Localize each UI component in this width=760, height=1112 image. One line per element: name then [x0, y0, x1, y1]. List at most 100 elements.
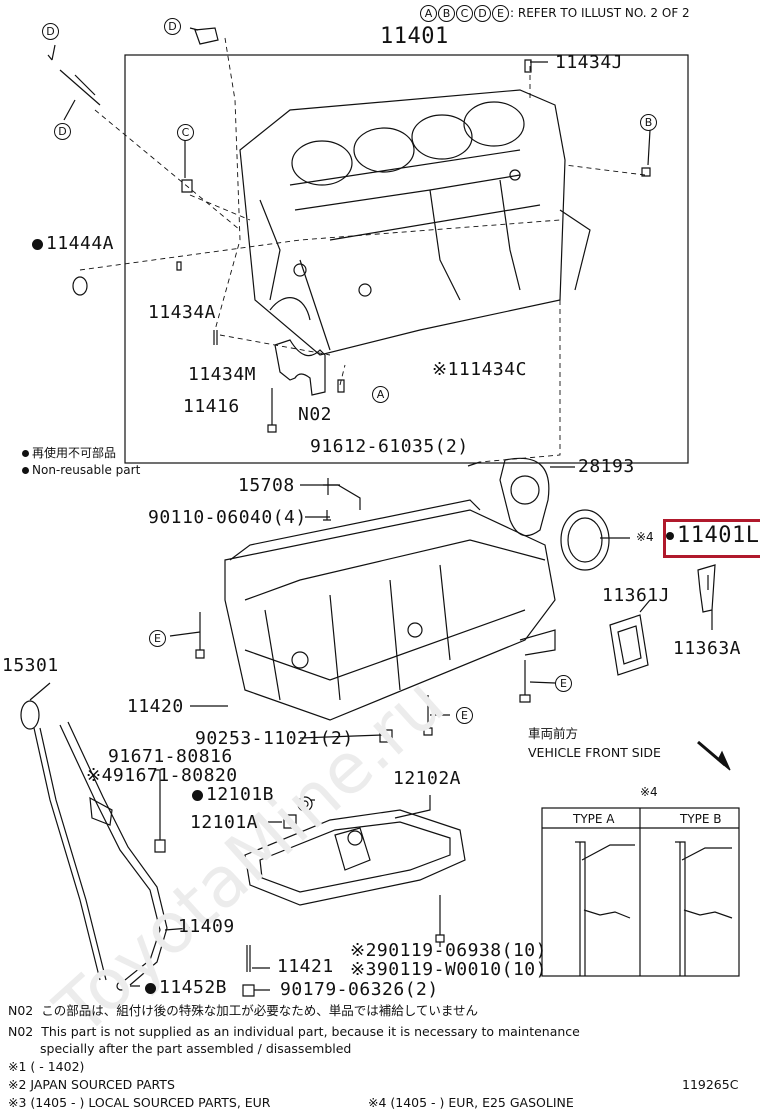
part-91671a[interactable]: 91671-80816 [108, 746, 233, 767]
part-90119b-label: 90119-W0010(10) [376, 959, 547, 980]
legend-jp-label: 再使用不可部品 [32, 446, 117, 460]
part-11361J[interactable]: 11361J [602, 585, 671, 606]
part-11434M[interactable]: 11434M [188, 364, 257, 385]
cylinder-block-illustration [239, 89, 591, 356]
refer-letter-d: D [474, 5, 491, 22]
crankcase-illustration [224, 499, 556, 721]
legend-dot-en [22, 467, 29, 474]
callout-d-3[interactable]: D [54, 122, 72, 140]
part-91671b-label: 91671-80820 [112, 765, 238, 786]
part-90179[interactable]: 90179-06326(2) [280, 979, 439, 1000]
dipstick-illustration [20, 700, 107, 981]
legend-jp: 再使用不可部品 [22, 447, 116, 459]
front-en: VEHICLE FRONT SIDE [528, 745, 661, 760]
highlight-11401L [663, 519, 760, 558]
note-n02-jp-code: N02 [8, 1003, 34, 1018]
note-k2: ※2 JAPAN SOURCED PARTS [8, 1077, 175, 1092]
part-11434J[interactable]: 11434J [555, 52, 624, 73]
illus-code: 119265C [682, 1077, 739, 1092]
note-n02-jp: N02 この部品は、組付け後の特殊な加工が必要なため、単品では補給していません [8, 1003, 478, 1018]
note-k1: ※1 ( - 1402) [8, 1059, 85, 1074]
callout-d-1-label: D [164, 18, 181, 35]
refer-letter-e: E [492, 5, 509, 22]
non-reusable-dot [32, 238, 43, 250]
part-11452B-label: 11452B [159, 977, 228, 998]
callout-a-1-label: A [372, 386, 389, 403]
part-N02[interactable]: N02 [298, 404, 333, 425]
type-b-label: TYPE B [680, 812, 722, 826]
part-11421[interactable]: 11421 [277, 956, 334, 977]
part-90119b[interactable]: ※390119-W0010(10) [350, 961, 547, 979]
mark-k4-11401L: ※4 [636, 530, 654, 544]
part-15301[interactable]: 15301 [2, 655, 59, 676]
legend-en: Non-reusable part [22, 464, 140, 476]
part-11409[interactable]: 11409 [178, 916, 235, 937]
part-11434C-label: 11434C [458, 359, 527, 380]
callout-e-1[interactable]: E [149, 629, 167, 647]
callout-c-1-label: C [177, 124, 194, 141]
non-reusable-dot-11401L [666, 532, 674, 540]
part-11420[interactable]: 11420 [127, 696, 184, 717]
legend-dot-jp [22, 450, 29, 457]
type-box-mark: ※4 [640, 785, 658, 799]
note-k3: ※3 (1405 - ) LOCAL SOURCED PARTS, EUR [8, 1095, 271, 1110]
callout-e-2-label: E [555, 675, 572, 692]
mark-k2: ※2 [350, 940, 377, 961]
part-11452B[interactable]: 11452B [145, 979, 227, 997]
o-ring-11444A [72, 276, 88, 296]
callout-e-2[interactable]: E [555, 674, 573, 692]
part-28193[interactable]: 28193 [578, 456, 635, 477]
part-11416[interactable]: 11416 [183, 396, 240, 417]
callout-c-1[interactable]: C [177, 123, 195, 141]
part-11401L[interactable]: 11401L [666, 525, 759, 547]
refer-letter-b: B [438, 5, 455, 22]
cylinder-block-frame [124, 54, 689, 464]
non-reusable-dot-12101B [192, 789, 203, 801]
callout-e-3[interactable]: E [456, 706, 474, 724]
part-12101B[interactable]: 12101B [192, 786, 274, 804]
front-jp: 車両前方 [528, 726, 579, 741]
plate-11363A [697, 564, 716, 613]
part-90253[interactable]: 90253-11021(2) [195, 728, 354, 749]
refer-letter-c: C [456, 5, 473, 22]
part-15708[interactable]: 15708 [238, 475, 295, 496]
part-90119a[interactable]: ※290119-06938(10) [350, 942, 547, 960]
mark-k3: ※3 [350, 959, 377, 980]
part-11363A[interactable]: 11363A [673, 638, 742, 659]
part-90110[interactable]: 90110-06040(4) [148, 507, 307, 528]
part-91612[interactable]: 91612-61035(2) [310, 436, 469, 457]
mark-k1: ※1 [432, 359, 459, 380]
bearing-cap-n02 [274, 339, 326, 396]
callout-d-3-label: D [54, 123, 71, 140]
callout-d-2-label: D [42, 23, 59, 40]
part-12102A[interactable]: 12102A [393, 768, 462, 789]
part-11401L-label: 11401L [677, 523, 760, 548]
note-n02-en-text-1: This part is not supplied as an individu… [41, 1024, 580, 1039]
part-91671b[interactable]: ※491671-80820 [86, 767, 238, 785]
part-11434A[interactable]: 11434A [148, 302, 217, 323]
non-reusable-dot-11452B [145, 982, 156, 994]
part-11444A[interactable]: 11444A [32, 235, 114, 253]
note-n02-en-1: N02 This part is not supplied as an indi… [8, 1024, 580, 1039]
callout-d-1[interactable]: D [164, 17, 182, 35]
callout-d-2[interactable]: D [42, 22, 60, 40]
callout-a-1[interactable]: A [372, 385, 390, 403]
legend-en-label: Non-reusable part [32, 463, 141, 477]
callout-b-1[interactable]: B [640, 113, 658, 131]
part-11434C[interactable]: ※111434C [432, 361, 527, 379]
part-12101B-label: 12101B [206, 784, 275, 805]
note-n02-en-code: N02 [8, 1024, 34, 1039]
part-11444A-label: 11444A [46, 233, 115, 254]
refer-letter-a: A [420, 5, 437, 22]
cover-11361J [609, 614, 649, 676]
guide-tube-11409 [59, 721, 168, 986]
gasket-28193 [499, 457, 550, 537]
type-a-label: TYPE A [573, 812, 615, 826]
part-11401[interactable]: 11401 [380, 24, 449, 49]
note-n02-jp-text: この部品は、組付け後の特殊な加工が必要なため、単品では補給していません [41, 1003, 478, 1018]
part-90119a-label: 90119-06938(10) [376, 940, 547, 961]
part-12101A[interactable]: 12101A [190, 812, 259, 833]
callout-e-1-label: E [149, 630, 166, 647]
